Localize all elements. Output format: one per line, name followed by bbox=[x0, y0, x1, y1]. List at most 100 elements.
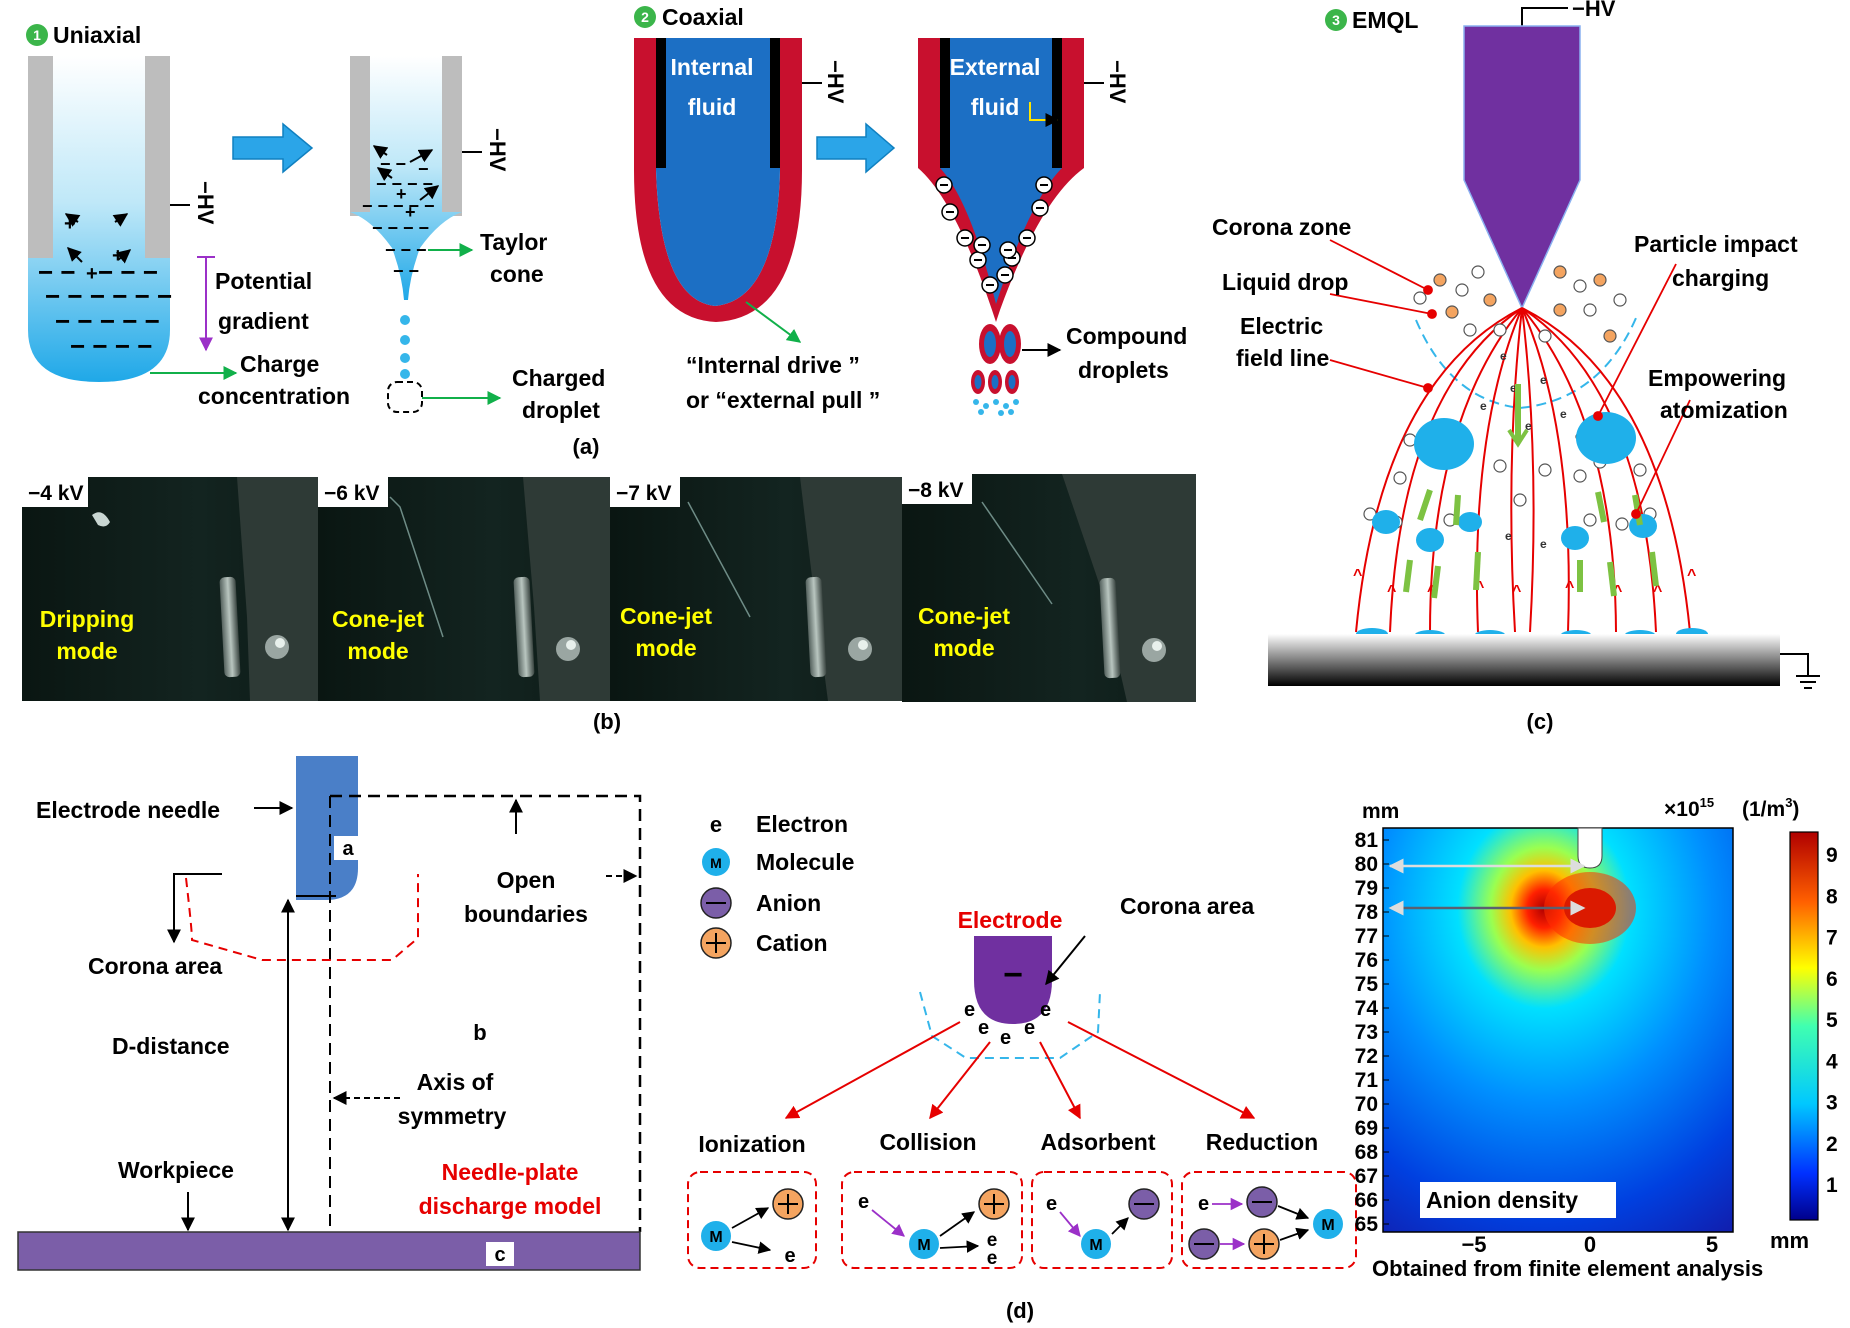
y-tick-label: 80 bbox=[1355, 853, 1378, 876]
svg-text:− − − −: − − − − bbox=[372, 218, 429, 238]
green-flow-arrows bbox=[1403, 384, 1659, 599]
scale-tick-label: 6 bbox=[1826, 968, 1838, 991]
legend-electron-symbol: e bbox=[710, 812, 722, 837]
electric-field-line-label: Electric bbox=[1240, 313, 1323, 339]
svg-text:e: e bbox=[858, 1191, 869, 1213]
transition-arrow-2 bbox=[816, 122, 896, 174]
scale-tick-label: 1 bbox=[1826, 1174, 1838, 1197]
svg-text:+: + bbox=[396, 184, 407, 204]
caption-a: (a) bbox=[573, 434, 600, 459]
anion-density-heatmap: mm ×1015 (1/m3) Anion density 8180797877… bbox=[1355, 795, 1838, 1281]
svg-text:e: e bbox=[978, 1017, 989, 1039]
svg-text:cone: cone bbox=[490, 261, 544, 287]
y-tick-label: 68 bbox=[1355, 1141, 1379, 1164]
svg-text:^: ^ bbox=[1387, 583, 1396, 600]
uniaxial-needle-2: − − − −− − − − − − − − −− − −− − − −− ++… bbox=[350, 56, 605, 423]
mode-label-4: Cone-jet bbox=[918, 603, 1010, 629]
svg-text:e: e bbox=[1046, 1193, 1057, 1215]
x-tick-label: 5 bbox=[1706, 1232, 1718, 1257]
svg-text:+: + bbox=[112, 245, 124, 267]
svg-text:e: e bbox=[987, 1230, 998, 1251]
electrode-needle-label: Electrode needle bbox=[36, 797, 220, 823]
electrode-label: Electrode bbox=[958, 907, 1063, 933]
coaxial-needle-1: Internal fluid −HV “Internal drive ” or … bbox=[634, 38, 880, 413]
y-tick-label: 71 bbox=[1355, 1069, 1379, 1092]
transition-arrow-1 bbox=[232, 122, 314, 174]
workpiece-bar bbox=[17, 1231, 641, 1271]
legend-anion: Anion bbox=[756, 890, 821, 916]
svg-text:e: e bbox=[1500, 349, 1507, 363]
legend-molecule: Molecule bbox=[756, 849, 854, 875]
external-fluid-label: External bbox=[950, 54, 1041, 80]
svg-text:^: ^ bbox=[1687, 567, 1696, 584]
region-b-label: b bbox=[473, 1020, 486, 1045]
y-unit-label: mm bbox=[1362, 800, 1399, 823]
coaxial-needle-2: External fluid −HV bbox=[918, 38, 1187, 416]
y-tick-label: 78 bbox=[1355, 901, 1379, 924]
svg-text:e: e bbox=[1540, 537, 1547, 551]
svg-text:e: e bbox=[1560, 407, 1567, 421]
workpiece-plate bbox=[1268, 634, 1780, 686]
panel-c: 3 EMQL −HV ^^^^ ^^^^^ bbox=[1212, 0, 1820, 734]
svg-text:− − −: − − − bbox=[385, 240, 427, 260]
ground-symbol bbox=[1780, 653, 1820, 689]
svg-text:e: e bbox=[1525, 419, 1532, 433]
y-tick-label: 81 bbox=[1355, 829, 1379, 852]
svg-text:^: ^ bbox=[1565, 579, 1574, 596]
photo-frame-3: −7 kV Cone-jet mode bbox=[610, 477, 902, 701]
scale-unit-label: ×1015 bbox=[1664, 795, 1714, 821]
potential-gradient-label: Potential bbox=[215, 268, 312, 294]
step-number-2: 2 bbox=[641, 9, 649, 25]
y-tick-label: 73 bbox=[1355, 1021, 1378, 1044]
region-a-label: a bbox=[342, 838, 354, 860]
corona-zone-label: Corona zone bbox=[1212, 214, 1351, 240]
region-c-label: c bbox=[494, 1244, 505, 1266]
charge-arrows bbox=[64, 213, 132, 264]
svg-text:− − − − − −: − − − − − − bbox=[45, 281, 172, 311]
legend-cation: Cation bbox=[756, 930, 828, 956]
svg-text:e: e bbox=[1000, 1027, 1011, 1049]
svg-text:+: + bbox=[405, 202, 416, 222]
svg-text:droplet: droplet bbox=[522, 397, 600, 423]
svg-text:M: M bbox=[710, 855, 722, 871]
workpiece-label: Workpiece bbox=[118, 1157, 234, 1183]
svg-text:e: e bbox=[1540, 373, 1547, 387]
y-tick-label: 74 bbox=[1355, 997, 1379, 1020]
molecule-icon bbox=[702, 848, 730, 876]
open-boundaries-label: Open bbox=[497, 867, 556, 893]
svg-text:^: ^ bbox=[1653, 583, 1662, 600]
needle-plate-label: Needle-plate bbox=[442, 1159, 579, 1185]
needle-plate-model: Electrode needle Open boundaries Corona … bbox=[17, 756, 642, 1271]
x-tick-label: 0 bbox=[1584, 1232, 1596, 1257]
y-tick-label: 75 bbox=[1355, 973, 1379, 996]
compound-droplets bbox=[971, 324, 1021, 416]
emql-title: EMQL bbox=[1352, 7, 1418, 33]
charged-droplet-label: Charged bbox=[512, 365, 605, 391]
particle-impact-label: Particle impact bbox=[1634, 231, 1798, 257]
y-tick-label: 69 bbox=[1355, 1117, 1378, 1140]
svg-text:e: e bbox=[964, 999, 975, 1021]
scale-tick-label: 2 bbox=[1826, 1133, 1838, 1156]
coaxial-title: Coaxial bbox=[662, 4, 744, 30]
negative-charges: − −− − − − − − − − −− − − − − − − − − bbox=[38, 257, 172, 361]
svg-text:e: e bbox=[1040, 999, 1051, 1021]
reduction-label: Reduction bbox=[1206, 1129, 1318, 1155]
mode-label-2: Cone-jet bbox=[332, 606, 424, 632]
corona-area-label: Corona area bbox=[88, 953, 222, 979]
svg-text:gradient: gradient bbox=[218, 308, 309, 334]
svg-text:^: ^ bbox=[1353, 567, 1362, 584]
mode-label-3: Cone-jet bbox=[620, 603, 712, 629]
svg-text:e: e bbox=[987, 1248, 998, 1269]
mode-label-1: Dripping bbox=[40, 606, 135, 632]
svg-text:M: M bbox=[1089, 1237, 1102, 1254]
density-unit-label: (1/m3) bbox=[1742, 795, 1799, 821]
step-number-1: 1 bbox=[33, 27, 41, 43]
hv-label-2: −HV bbox=[485, 128, 510, 172]
y-tick-label: 67 bbox=[1355, 1165, 1378, 1188]
svg-text:− − − −: − − − − bbox=[70, 331, 152, 361]
liquid-drop-label: Liquid drop bbox=[1222, 269, 1348, 295]
emql-electrode bbox=[1463, 25, 1581, 310]
svg-text:M: M bbox=[1321, 1217, 1334, 1234]
